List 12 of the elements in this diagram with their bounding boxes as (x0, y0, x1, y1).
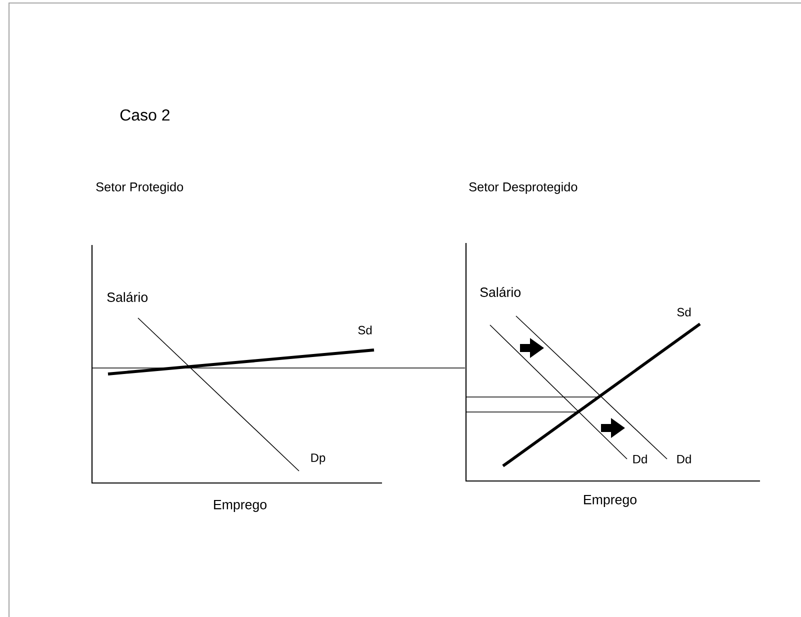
curve-label: Dd (677, 454, 691, 464)
axis-label: Salário (107, 292, 148, 302)
panel-heading: Setor Desprotegido (469, 182, 578, 194)
panel-heading: Setor Protegido (96, 182, 184, 194)
axis-label: Emprego (214, 500, 266, 512)
curve-label: Sd (358, 326, 372, 334)
axis-label: Emprego (584, 495, 636, 507)
curve-label: Sd (677, 308, 691, 316)
curve-label: Dd (633, 454, 647, 464)
axis-label: Salário (480, 287, 521, 297)
curve-label: Dp (311, 454, 326, 464)
title: Caso 2 (120, 109, 170, 121)
